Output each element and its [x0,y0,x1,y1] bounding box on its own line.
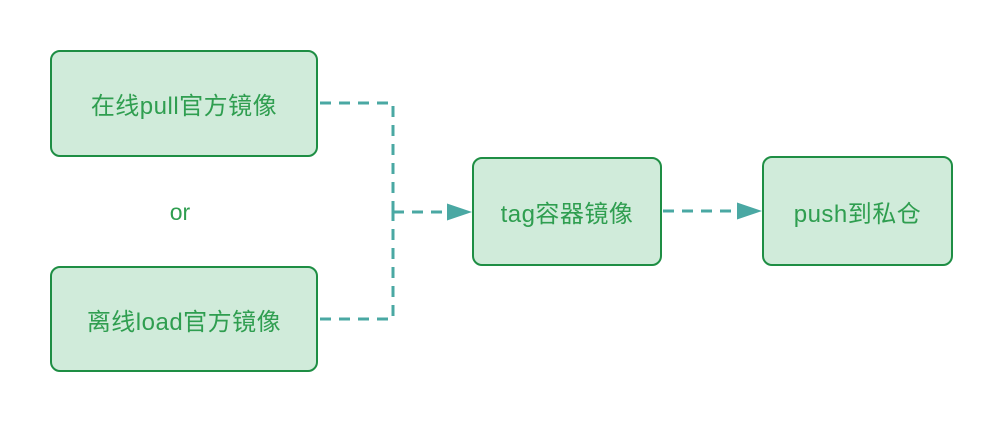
node-tag-label: tag容器镜像 [500,201,634,228]
node-offline-load-label: 离线load官方镜像 [86,308,282,336]
node-push: push到私仓 [762,156,953,266]
arrowhead-into-push [737,202,762,220]
node-push-label: push到私仓 [793,200,922,228]
connector-online-pull-to-junction [320,101,395,212]
arrowhead-into-tag [447,203,472,221]
node-online-pull: 在线pull官方镜像 [50,50,318,157]
node-online-pull-label: 在线pull官方镜像 [90,93,278,120]
connector-offline-load-to-junction [320,212,395,321]
node-offline-load: 离线load官方镜像 [50,266,318,372]
node-tag: tag容器镜像 [472,157,662,266]
or-label: or [169,199,191,225]
